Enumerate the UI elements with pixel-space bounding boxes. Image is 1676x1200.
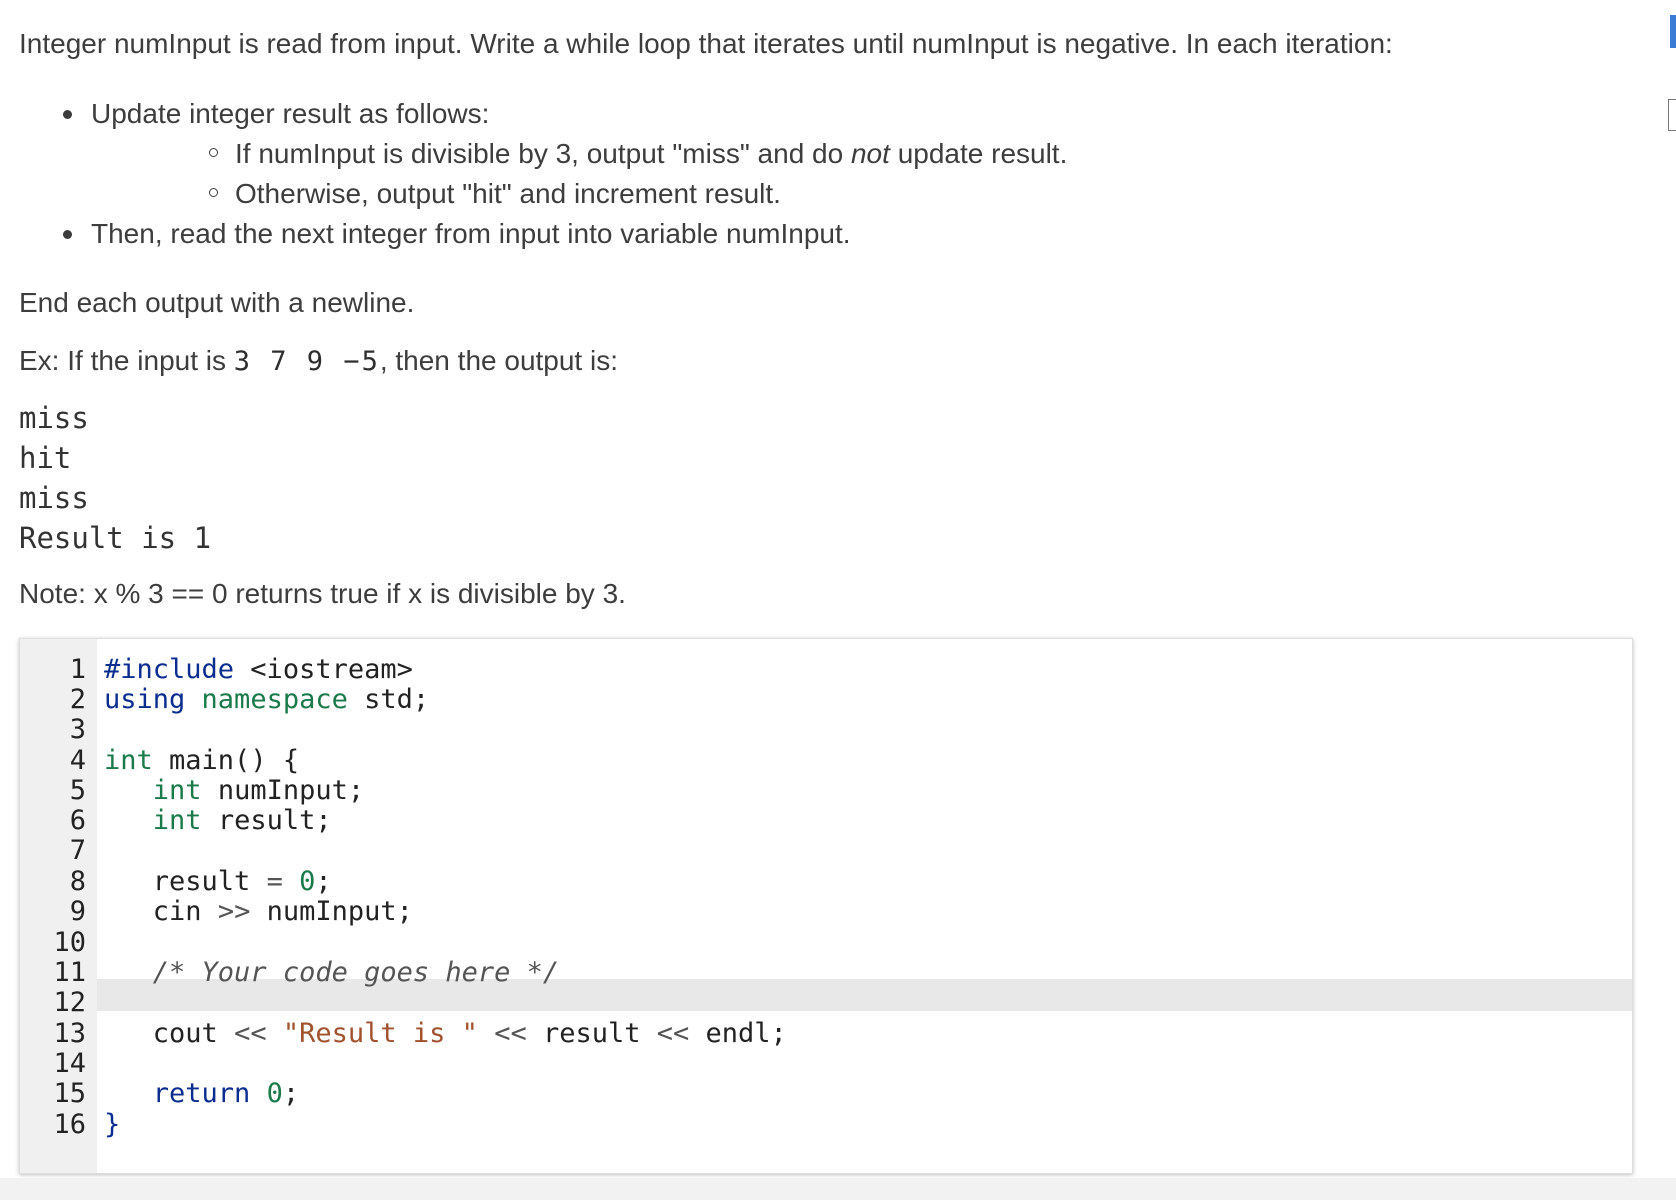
output-line: Result is 1: [19, 521, 212, 555]
code-line-14[interactable]: 14: [53, 1048, 86, 1079]
code-line-5[interactable]: 5 int numInput;: [69, 775, 365, 806]
code-line-9[interactable]: 9 cin >> numInput;: [69, 896, 413, 927]
sub-steps: If numInput is divisible by 3, output "m…: [91, 134, 1067, 214]
bullet-read-next: Then, read the next integer from input i…: [19, 214, 1067, 254]
line-number-gutter: [20, 639, 97, 1173]
bullet-text: Update integer result as follows:: [91, 98, 490, 129]
sub-bullet-hit: Otherwise, output "hit" and increment re…: [91, 174, 1067, 214]
code-line-16[interactable]: 16}: [53, 1109, 121, 1140]
code-line-3[interactable]: 3: [69, 714, 86, 745]
code-line-13[interactable]: 13 cout << "Result is " << result << end…: [53, 1018, 787, 1049]
output-line: hit: [19, 441, 72, 475]
bullet-update-result: Update integer result as follows: If num…: [19, 94, 1067, 214]
code-line-12[interactable]: 12: [53, 987, 86, 1018]
iteration-steps: Update integer result as follows: If num…: [19, 94, 1067, 254]
sub-bullet-miss: If numInput is divisible by 3, output "m…: [91, 134, 1067, 174]
example-output: miss hit miss Result is 1: [19, 398, 211, 558]
bullet-text: Then, read the next integer from input i…: [91, 218, 851, 249]
example-input: 3 7 9 −5: [233, 346, 380, 377]
code-line-7[interactable]: 7: [69, 835, 86, 866]
code-line-15[interactable]: 15 return 0;: [53, 1078, 300, 1109]
example-line: Ex: If the input is 3 7 9 −5, then the o…: [19, 345, 618, 377]
intro-text: Integer numInput is read from input. Wri…: [19, 28, 1393, 59]
active-line-highlight: [97, 979, 1632, 1011]
bottom-strip: [0, 1178, 1676, 1200]
code-line-8[interactable]: 8 result = 0;: [69, 866, 332, 897]
side-panel-tab[interactable]: [1670, 15, 1676, 48]
side-panel-handle[interactable]: [1668, 99, 1676, 131]
code-line-10[interactable]: 10: [53, 927, 86, 958]
output-line: miss: [19, 401, 89, 435]
end-note: End each output with a newline.: [19, 287, 415, 318]
code-line-1[interactable]: 1#include <iostream>: [69, 654, 413, 685]
code-line-6[interactable]: 6 int result;: [69, 805, 332, 836]
output-line: miss: [19, 481, 89, 515]
modulo-note: Note: x % 3 == 0 returns true if x is di…: [19, 578, 626, 609]
placeholder-comment: /* Your code goes here */: [152, 957, 560, 988]
code-line-11[interactable]: 11 /* Your code goes here */: [53, 957, 560, 988]
